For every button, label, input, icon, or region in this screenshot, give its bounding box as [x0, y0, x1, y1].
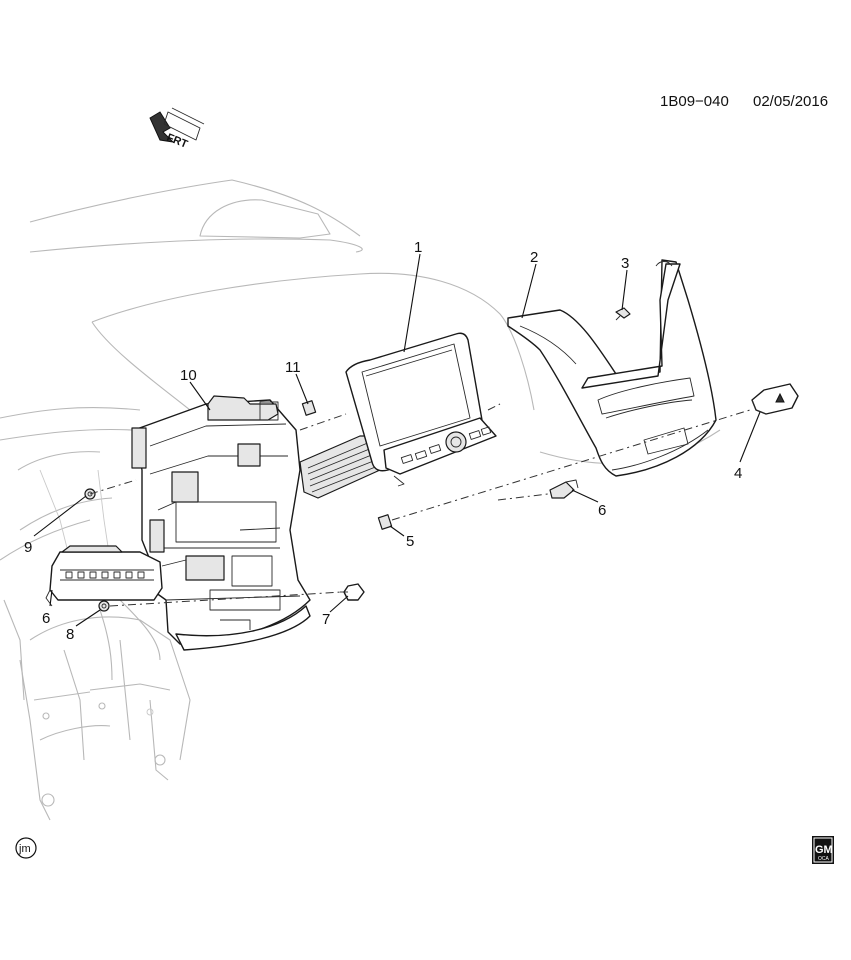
clip-part-11 [301, 400, 317, 416]
illustrator-badge: jm [15, 837, 37, 859]
callout-2: 2 [530, 249, 538, 266]
callout-labels: 1 2 3 4 5 6 6 7 8 9 10 11 [24, 239, 742, 643]
callout-7: 7 [322, 611, 330, 628]
center-stack-bezel-part-2 [507, 259, 717, 477]
callout-leader-lines [33, 253, 761, 627]
illustrator-initials: jm [18, 843, 31, 855]
gm-logo: GM OCA [812, 836, 834, 864]
hazard-switch-part-4 [751, 383, 799, 415]
front-direction-arrow-icon: FRT [149, 107, 205, 151]
diagram-date: 02/05/2016 [753, 93, 828, 110]
callout-9: 9 [24, 539, 32, 556]
callout-11: 11 [285, 359, 301, 376]
radio-bracket-part-10 [131, 395, 311, 651]
diagram-code: 1B09−040 [660, 93, 729, 110]
cross-car-beam-bracket [3, 599, 191, 821]
radio-display-part-1 [299, 332, 497, 499]
callout-6-left: 6 [42, 610, 50, 627]
callout-10: 10 [180, 367, 197, 384]
callout-5: 5 [406, 533, 414, 550]
gm-logo-text: GM [815, 844, 833, 856]
connector-clip-part-6 [549, 479, 579, 499]
callout-4: 4 [734, 465, 742, 482]
hvac-control-module-part-6 [45, 545, 163, 607]
assembly-lines [89, 403, 751, 607]
callout-6-right: 6 [598, 502, 606, 519]
callout-1: 1 [414, 239, 422, 256]
callout-3: 3 [621, 255, 629, 272]
gm-logo-subtext: OCA [818, 856, 830, 862]
clip-part-5 [377, 514, 393, 530]
nut-part-8 [98, 600, 110, 612]
bolt-part-7 [340, 583, 365, 601]
screw-part-3 [615, 307, 631, 321]
callout-8: 8 [66, 626, 74, 643]
